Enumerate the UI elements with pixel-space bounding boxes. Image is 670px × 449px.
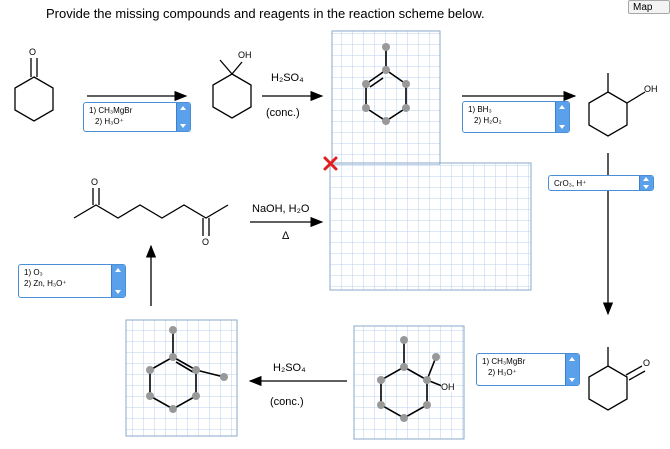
spinner-icon[interactable]	[565, 354, 579, 385]
map-label: Map	[633, 2, 653, 13]
instruction-text: Provide the missing compounds and reagen…	[46, 6, 485, 21]
reagent-line: CrO₃, H⁺	[554, 179, 587, 188]
methylcyclohexanol-2-structure	[588, 73, 646, 137]
carbonyl-oxygen-label: O	[202, 237, 210, 247]
spinner-icon[interactable]	[176, 103, 190, 131]
spinner-icon[interactable]	[639, 176, 653, 190]
reagent-line: 1) CH₃MgBr	[89, 106, 133, 115]
reagent-select-step4[interactable]: CrO₃, H⁺	[548, 175, 654, 191]
reagent-text-step8: NaOH, H₂O	[252, 203, 310, 215]
carbonyl-oxygen-label: O	[91, 177, 99, 187]
reagent-select-step1[interactable]: 1) CH₃MgBr 2) H₃O⁺	[83, 102, 191, 132]
cyclohexanone-structure	[14, 58, 54, 122]
hydroxyl-label: OH	[441, 382, 455, 392]
octanedione-structure	[73, 188, 229, 236]
carbonyl-oxygen-label: O	[29, 47, 37, 57]
reagent-select-step3[interactable]: 1) BH₃ 2) H₂O₂	[462, 101, 570, 133]
reagent-select-step7[interactable]: 1) O₃ 2) Zn, H₃O⁺	[18, 264, 126, 298]
reagent-line: 2) Zn, H₃O⁺	[24, 279, 67, 288]
carbonyl-oxygen-label: O	[643, 358, 651, 368]
reagent-select-step5[interactable]: 1) CH₃MgBr 2) H₃O⁺	[476, 353, 580, 386]
hydroxyl-label: OH	[644, 84, 658, 94]
condition-text-step8: Δ	[282, 230, 290, 242]
map-button[interactable]: Map	[628, 0, 670, 14]
reagent-line: 2) H₃O⁺	[488, 368, 517, 377]
incorrect-mark-icon	[323, 156, 338, 171]
reagent-text-step6: H₂SO₄	[273, 362, 306, 374]
reagent-line: 1) CH₃MgBr	[482, 357, 526, 366]
reagent-line: 2) H₃O⁺	[95, 117, 124, 126]
drawing-canvas-3[interactable]	[125, 319, 238, 437]
reagent-line: 1) O₃	[24, 268, 43, 277]
methylcyclohexanol-structure	[212, 59, 252, 119]
reagent-text-step2: H₂SO₄	[271, 72, 304, 84]
hydroxyl-label: OH	[238, 50, 252, 60]
drawing-canvas-1[interactable]	[331, 30, 441, 166]
spinner-icon[interactable]	[111, 265, 125, 297]
drawing-canvas-4[interactable]	[329, 162, 532, 291]
reagent-line: 1) BH₃	[468, 105, 492, 114]
condition-text-step2: (conc.)	[266, 107, 300, 119]
condition-text-step6: (conc.)	[270, 396, 304, 408]
methylcyclohexanone-structure	[588, 347, 646, 411]
spinner-icon[interactable]	[555, 102, 569, 132]
reagent-line: 2) H₂O₂	[474, 116, 502, 125]
